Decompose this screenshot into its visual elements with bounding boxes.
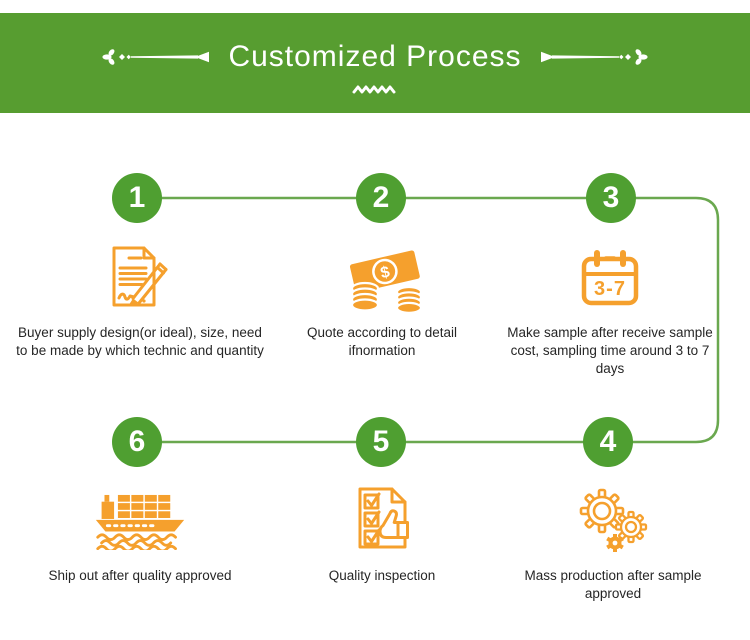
step-1-description: Buyer supply design(or ideal), size, nee… <box>16 325 264 358</box>
page-title: Customized Process <box>228 40 522 73</box>
step-circle-1: 1 <box>112 173 162 223</box>
document-pencil-icon <box>112 246 168 307</box>
gears-icon <box>579 488 648 552</box>
header-banner: Customized Process <box>0 13 750 113</box>
calendar-icon: 3-7 <box>581 250 639 306</box>
step-4-description: Mass production after sample approved <box>524 568 702 601</box>
zigzag-icon <box>352 85 396 94</box>
step-circle-2: 2 <box>356 173 406 223</box>
cargo-ship-icon <box>95 494 185 550</box>
step-2-description: Quote according to detail ifnormation <box>306 325 458 358</box>
step-3-description: Make sample after receive sample cost, s… <box>507 325 713 376</box>
step-5-description: Quality inspection <box>328 568 436 583</box>
flourish-arrow-divider-icon <box>102 49 210 65</box>
step-circle-3: 3 <box>586 173 636 223</box>
calendar-range-label: 3-7 <box>594 278 626 300</box>
checklist-thumbs-up-icon <box>358 487 409 549</box>
dollar-sign: $ <box>379 264 392 283</box>
step-circle-6: 6 <box>112 417 162 467</box>
step-circle-5: 5 <box>356 417 406 467</box>
step-6-description: Ship out after quality approved <box>48 568 232 583</box>
flourish-arrow-divider-icon <box>540 49 648 65</box>
step-circle-4: 4 <box>583 417 633 467</box>
money-banknote-coins-icon: $ <box>349 250 423 314</box>
